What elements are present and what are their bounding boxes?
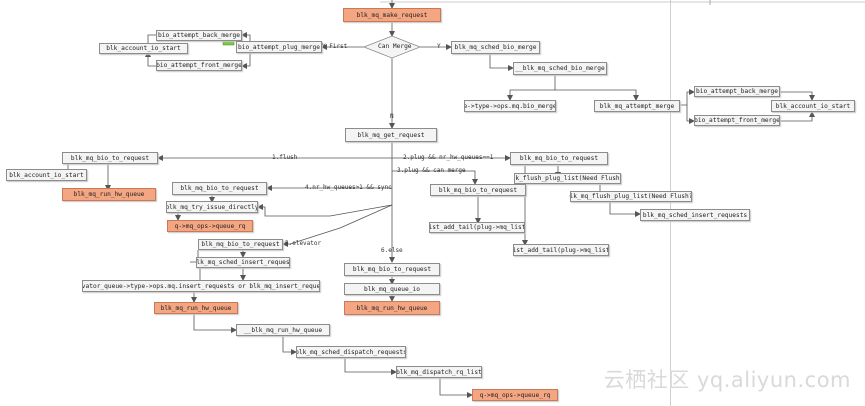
node-list-add-tail-2: list_add_tail(plug->mq_list) xyxy=(513,244,609,256)
edge xyxy=(609,196,641,217)
edge xyxy=(686,105,695,124)
node-sched-insert-request: blk_mq_sched_insert_request xyxy=(196,257,290,268)
label-else: 6.else xyxy=(381,247,403,254)
edge xyxy=(257,204,393,217)
node-blk-account-io-start-right: blk_account_io_start xyxy=(771,100,855,112)
node-try-issue-directly: blk_mq_try_issue_directly xyxy=(166,201,258,213)
node-run-hw-queue-1: blk_mq_run_hw_queue xyxy=(62,188,156,201)
edge xyxy=(489,54,514,71)
node-sched-insert-requests: blk_mq_sched_insert_requests xyxy=(640,209,750,221)
node-bio-attempt-plug-merge: bio_attempt_plug_merge xyxy=(236,41,322,53)
node-get-request: blk_mq_get_request xyxy=(345,128,437,142)
node-account-io-start-2: blk_account_io_start xyxy=(6,169,87,181)
edge xyxy=(282,204,393,247)
node-bio-to-request-4: blk_mq_bio_to_request xyxy=(172,182,267,195)
node-bio-attempt-back-merge-left: bio_attempt_back_merge xyxy=(156,30,242,41)
node-sched-bio-merge-internal: __blk_mq_sched_bio_merge xyxy=(513,62,607,75)
label-elevator: 5.elevator xyxy=(285,240,322,247)
label-y: Y xyxy=(437,43,441,50)
edge xyxy=(780,91,815,101)
edge xyxy=(344,358,397,375)
node-elevator-queue-insert: elevator_queue->type->ops.mq.insert_requ… xyxy=(82,280,320,292)
watermark: 云栖社区 yq.aliyun.com xyxy=(603,368,851,392)
node-blk-mq-attempt-merge: blk_mq_attempt_merge xyxy=(594,100,680,112)
edge xyxy=(392,170,478,185)
edge xyxy=(507,75,556,101)
node-dispatch-rq-list: blk_mq_dispatch_rq_list xyxy=(396,366,482,378)
edge xyxy=(193,313,237,333)
can-merge-decision xyxy=(362,35,422,59)
edge xyxy=(439,378,473,398)
node-e-type-ops-bio-merge: e->type->ops.mq.bio_merge xyxy=(464,100,556,112)
label-plug-can-merge: 3.plug && can merge xyxy=(397,167,466,174)
label-flush: 1.flush xyxy=(272,154,298,161)
label-nr-hw-queues-sync: 4.nr_hw_queues>1 && sync xyxy=(305,184,392,191)
node-bio-to-request-2: blk_mq_bio_to_request xyxy=(510,152,608,165)
node-run-hw-queue-2: blk_mq_run_hw_queue xyxy=(154,302,238,314)
node-bio-attempt-front-merge-right: bio_attempt_front_merge xyxy=(694,115,780,126)
node-run-hw-queue-4: blk_mq_run_hw_queue xyxy=(344,301,440,315)
node-queue-io: blk_mq_queue_io xyxy=(344,283,440,295)
node-queue-rq-1: q->mq_ops->queue_rq xyxy=(167,220,253,232)
node-flush-plug-list-2: blk_mq_flush_plug_list(Need Flush?) xyxy=(570,191,692,202)
label-n: N xyxy=(390,113,394,120)
edge xyxy=(680,89,695,106)
node-bio-to-request-6: blk_mq_bio_to_request xyxy=(344,263,440,276)
node-bio-to-request-3: blk_mq_bio_to_request xyxy=(430,184,526,196)
edge xyxy=(555,89,639,101)
edge xyxy=(145,51,156,67)
node-bio-to-request-5: blk_mq_bio_to_request xyxy=(198,239,283,250)
node-list-add-tail-1: list_add_tail(plug->mq_list) xyxy=(429,222,525,233)
node-flush-plug-list-1: blk_flush_plug_list(Need Flush?) xyxy=(514,173,621,184)
can-merge-label: Can Merge xyxy=(378,43,412,50)
label-plug-hw-queues: 2.plug && nr_hw_queues==1 xyxy=(403,154,494,161)
node-run-hw-queue-3: __blk_mq_run_hw_queue xyxy=(236,324,330,336)
node-sched-bio-merge: blk_mq_sched_bio_merge xyxy=(451,41,540,54)
label-y-first: Y First xyxy=(322,43,348,50)
edge xyxy=(282,336,297,355)
node-sched-dispatch-requests: blk_mq_sched_dispatch_requests xyxy=(296,346,406,358)
node-bio-to-request-1: blk_mq_bio_to_request xyxy=(62,152,158,164)
edge xyxy=(780,111,815,122)
node-queue-rq-2: q->mq_ops->queue_rq xyxy=(472,389,558,401)
node-make-request: blk_mq_make_request xyxy=(343,8,441,22)
page-divider xyxy=(670,0,671,406)
node-bio-attempt-back-merge-right: bio_attempt_back_merge xyxy=(694,86,780,97)
node-blk-account-io-start-left: blk_account_io_start xyxy=(99,43,188,54)
node-bio-attempt-front-merge-left: bio_attempt_front_merge xyxy=(156,60,242,71)
edge xyxy=(241,47,251,69)
